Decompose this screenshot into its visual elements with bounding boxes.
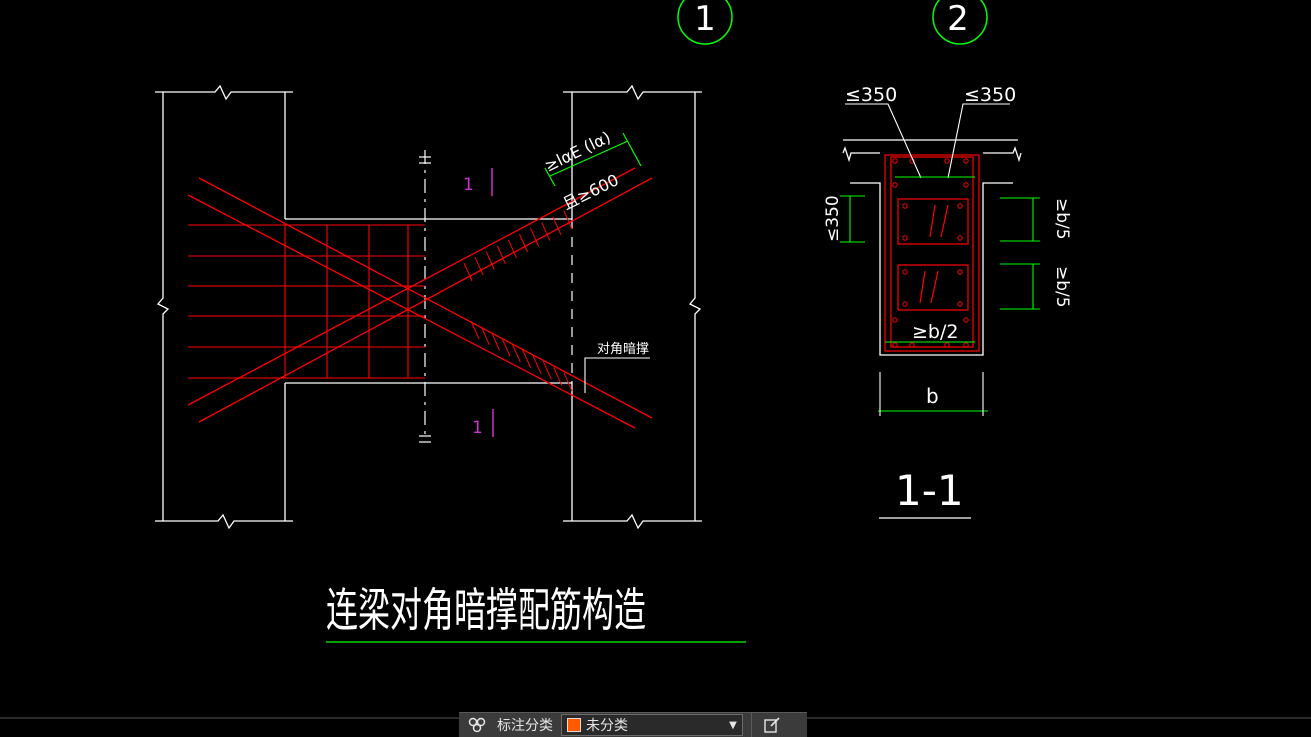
section-slab-outline xyxy=(842,139,1022,356)
brace-tie xyxy=(480,326,490,345)
rebar-dot xyxy=(944,342,950,348)
brace-tie xyxy=(491,332,501,351)
brace-tie xyxy=(522,349,532,369)
axis-bubble-label: 1 xyxy=(694,0,716,39)
dim-b5-top-label: ≥b/5 xyxy=(1052,198,1072,240)
left-wall-pier xyxy=(155,84,293,530)
category-selected-value: 未分类 xyxy=(586,718,628,734)
annotation-category-select[interactable]: 未分类 ▼ xyxy=(561,714,743,736)
rebar-dot xyxy=(902,203,908,209)
rebar-dot xyxy=(963,158,969,164)
axis-bubble-label: 2 xyxy=(947,0,969,39)
chevron-down-icon[interactable]: ▼ xyxy=(729,719,737,731)
brace-tie xyxy=(542,361,552,380)
brace-tie xyxy=(532,355,542,374)
rebar-dot xyxy=(944,158,950,164)
anchorage-label: ≥lαE (lα) xyxy=(541,127,613,175)
axis-bubble-1: 1 xyxy=(677,0,733,45)
rebar-dot xyxy=(963,182,969,188)
section-rebar-dots xyxy=(892,158,969,348)
right-wall-pier xyxy=(563,84,702,530)
brace-tie xyxy=(553,367,563,386)
section-mark-label: 1 xyxy=(463,175,474,195)
edit-icon[interactable] xyxy=(751,713,792,737)
width-label: b xyxy=(926,384,939,408)
axis-bubble-2: 2 xyxy=(932,0,988,45)
width-dim-extensions xyxy=(879,372,984,416)
brace-tie xyxy=(511,343,521,363)
spacing-left-label: ≤350 xyxy=(845,84,897,106)
rebar-dot xyxy=(892,182,898,188)
rebar-dot xyxy=(909,342,915,348)
drawing-title: 连梁对角暗撑配筋构造 xyxy=(326,583,646,637)
rebar-dot xyxy=(892,158,898,164)
rebar-dot xyxy=(957,269,963,275)
rebar-dot xyxy=(902,235,908,241)
rebar-dot xyxy=(957,301,963,307)
brace-tie xyxy=(541,222,551,241)
brace-tie xyxy=(496,245,506,264)
brace-tie xyxy=(463,262,473,282)
dim-b5-bottom-label: ≥b/5 xyxy=(1052,266,1072,308)
brace-tie xyxy=(501,338,511,357)
rebar-dot xyxy=(892,342,898,348)
rebar-dot xyxy=(963,317,969,323)
brace-tie xyxy=(485,251,495,270)
rebar-dot xyxy=(902,269,908,275)
rebar-dot xyxy=(902,301,908,307)
section-mark-bottom: 1 xyxy=(472,409,494,438)
annotation-group-icon[interactable] xyxy=(459,713,495,737)
rebar-dot xyxy=(892,317,898,323)
section-mark-label: 1 xyxy=(472,418,483,438)
spacing-right-label: ≤350 xyxy=(964,84,1016,106)
brace-note-label: 对角暗撑 xyxy=(597,342,649,357)
horizontal-rebar xyxy=(188,224,425,379)
diagonal-braces xyxy=(187,167,653,429)
stirrup-grid xyxy=(284,225,409,378)
brace-note-leader xyxy=(584,357,650,393)
rebar-dot xyxy=(957,203,963,209)
spacing-leaders xyxy=(845,103,1010,179)
brace-tie xyxy=(507,239,517,259)
brace-tie xyxy=(563,372,573,392)
section-rebar xyxy=(884,154,980,352)
height-limit-label: ≤350 xyxy=(823,195,843,242)
brace-ties xyxy=(463,210,573,392)
brace-tie xyxy=(519,233,529,253)
brace-tie xyxy=(474,257,484,276)
rebar-dot xyxy=(963,342,969,348)
beam-centerline xyxy=(419,150,573,443)
brace-tie xyxy=(563,210,573,230)
section-green-dims xyxy=(840,176,1040,412)
annotation-toolbar: 标注分类 未分类 ▼ xyxy=(459,712,807,737)
category-color-swatch xyxy=(567,718,581,732)
brace-tie xyxy=(530,228,540,247)
annotation-category-label: 标注分类 xyxy=(497,718,553,734)
dim-b2-label: ≥b/2 xyxy=(912,321,958,343)
brace-tie xyxy=(470,320,480,340)
anchorage-dimension xyxy=(544,132,642,187)
section-name: 1-1 xyxy=(895,466,964,515)
section-mark-top: 1 xyxy=(463,168,493,196)
brace-tie xyxy=(552,216,562,235)
rebar-dot xyxy=(957,235,963,241)
min-length-label: 且≥600 xyxy=(559,170,621,213)
coupling-beam-outline xyxy=(285,218,572,384)
